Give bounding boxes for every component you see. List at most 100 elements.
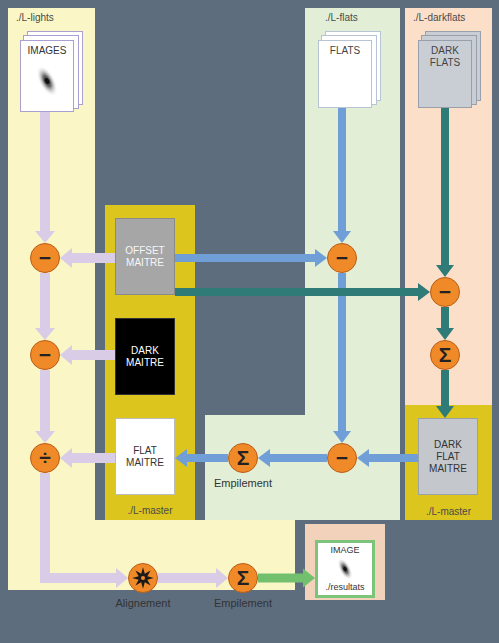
folder-panel: ./L-master DARK FLAT MAITRE (405, 405, 492, 520)
flow-arrow (175, 449, 228, 467)
folder-panel: ./L-darkflatsDARK FLATS − Σ (405, 8, 492, 405)
operation-circle: − (327, 243, 357, 273)
flow-arrow (333, 273, 351, 443)
galaxy-core (343, 566, 348, 572)
arrow-head (418, 283, 430, 301)
results-panel (305, 524, 385, 600)
arrow-head (333, 431, 351, 443)
flow-arrow (60, 345, 115, 365)
arrow-head (175, 449, 187, 467)
frame-stack: FLATS (318, 40, 372, 108)
folder-panel: ./L-flatsFLATS−ΣEmpilement− (205, 8, 400, 520)
operation-circle: ΣEmpilement (228, 563, 258, 593)
arrow-head (315, 249, 327, 267)
galaxy-image (27, 61, 67, 101)
frame-label: FLATS (330, 45, 360, 57)
arrow-head (116, 568, 128, 588)
operator-symbol: − (39, 344, 51, 366)
master-box: OFFSET MAITRE (115, 218, 175, 295)
gear-symbol (129, 564, 157, 592)
operation-circle: − (327, 443, 357, 473)
folder-label: ./L-flats (325, 12, 358, 24)
frame-label: DARK FLATS (421, 45, 469, 69)
arrow-shaft (71, 453, 115, 463)
arrow-shaft (368, 454, 418, 462)
arrow-head (60, 248, 72, 268)
galaxy-disc (32, 62, 62, 100)
arrow-head (258, 449, 270, 467)
operation-circle: − (30, 340, 60, 370)
arrow-shaft (338, 108, 346, 232)
arrow-shaft (338, 273, 346, 432)
operator-symbol: Σ (237, 567, 250, 589)
flow-arrow (357, 449, 418, 467)
flow-arrow (436, 307, 454, 340)
gear-star (132, 567, 153, 588)
arrow-shaft (269, 454, 327, 462)
step-label: Alignement (115, 597, 170, 610)
arrow-shaft (441, 108, 449, 266)
arrow-head (35, 328, 55, 340)
flow-arrow (258, 449, 327, 467)
arrow-head (35, 431, 55, 443)
operator-symbol: − (336, 247, 348, 269)
frame-stack: IMAGES (20, 40, 74, 112)
arrow-shaft (175, 254, 316, 262)
box-label: DARK FLAT MAITRE (421, 439, 475, 475)
arrow-head (436, 265, 454, 277)
panel-fill (205, 8, 400, 520)
folder-label: ./L-darkflats (413, 12, 465, 24)
flow-arrow (35, 112, 55, 243)
flow-arrow (436, 370, 454, 418)
arrow-head (436, 328, 454, 340)
operation-circle: Σ (430, 340, 460, 370)
step-label: Empilement (214, 477, 272, 490)
gear-hub (141, 576, 145, 580)
arrow-head (357, 449, 369, 467)
arrow-head (35, 231, 55, 243)
operation-circle: Alignement (128, 563, 158, 593)
arrow-shaft (71, 350, 115, 360)
galaxy-image (328, 556, 362, 582)
folder-label: ./L-master (405, 506, 492, 518)
arrow-shaft (441, 307, 449, 329)
arrow-head (60, 448, 72, 468)
frame-stack: DARK FLATS (418, 40, 472, 108)
flow-arrow (158, 568, 228, 588)
galaxy-disc (334, 556, 356, 582)
box-label: DARK MAITRE (118, 345, 172, 369)
arrow-shaft (158, 573, 217, 583)
operator-symbol: − (336, 447, 348, 469)
arrow-shaft (71, 253, 115, 263)
operation-circle: − (430, 277, 460, 307)
arrow-shaft (45, 473, 117, 578)
arrow-shaft (40, 112, 50, 232)
master-box: DARK MAITRE (115, 318, 175, 395)
arrow-head (60, 345, 72, 365)
arrow-shaft (441, 370, 449, 407)
result-title: IMAGE (330, 545, 359, 556)
folder-panel: ./L-masterOFFSET MAITREDARK MAITREFLAT M… (105, 205, 195, 520)
flow-arrow (175, 249, 327, 267)
operation-circle: ΣEmpilement (228, 443, 258, 473)
box-label: OFFSET MAITRE (118, 245, 172, 269)
folder-label: ./L-lights (16, 12, 54, 24)
flow-arrow (436, 108, 454, 277)
result-folder: ./resultats (325, 582, 364, 593)
operation-circle: − (30, 243, 60, 273)
arrow-head (216, 568, 228, 588)
flow-arrow (175, 283, 430, 301)
arrow-shaft (40, 370, 50, 432)
flow-arrow (258, 569, 315, 588)
flow-arrow (35, 273, 55, 340)
arrow-shaft (40, 273, 50, 329)
step-label: Empilement (214, 597, 272, 610)
arrow-shaft (175, 288, 419, 296)
frame-label: IMAGES (28, 45, 67, 57)
operator-symbol: Σ (237, 447, 250, 469)
operator-symbol: − (439, 281, 451, 303)
box-label: FLAT MAITRE (118, 445, 172, 469)
galaxy-core (44, 77, 51, 85)
master-box: FLAT MAITRE (115, 418, 175, 495)
